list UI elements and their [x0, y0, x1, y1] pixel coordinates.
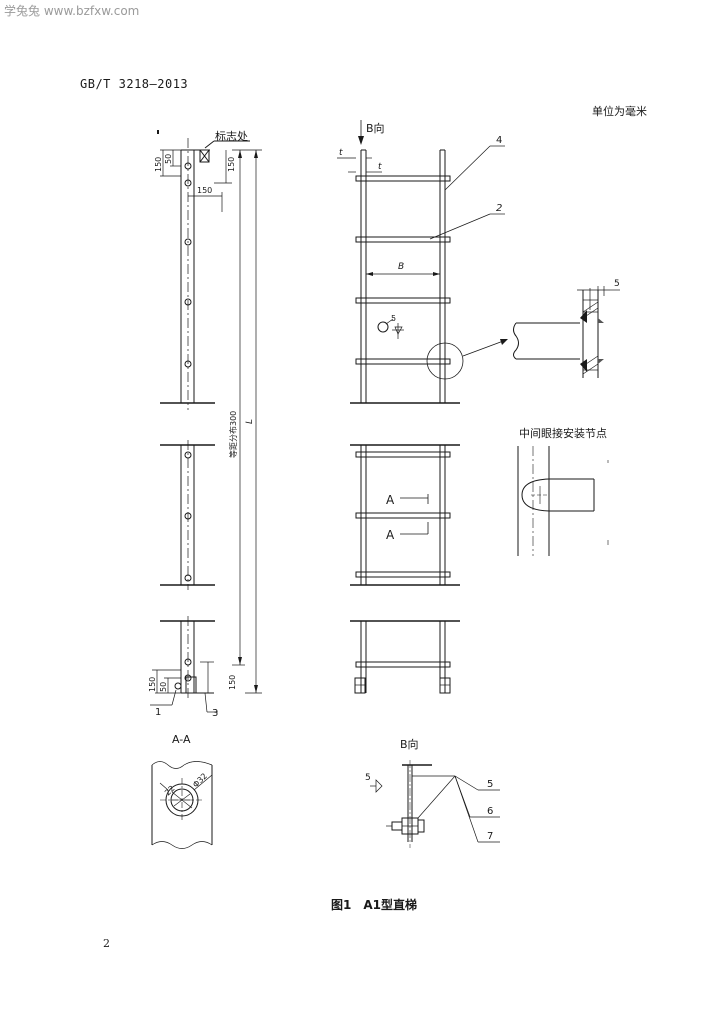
dim-weld-5-bottom: 5 — [365, 773, 371, 783]
dim-b-width: B — [398, 262, 404, 272]
dim-weld-5-detail: 5 — [614, 279, 620, 289]
figure-caption: 图1 A1型直梯 — [331, 898, 417, 912]
label-marker-location: 标志处 — [215, 129, 248, 143]
label-section-aa: A-A — [172, 733, 191, 746]
b-view-detail — [370, 760, 500, 848]
dim-length-l: L — [245, 419, 255, 424]
part-7: 7 — [487, 831, 493, 842]
front-view — [337, 120, 508, 694]
dim-t-second: t — [378, 162, 382, 172]
label-section-a-upper: A — [386, 493, 395, 507]
part-5: 5 — [487, 779, 493, 790]
section-aa — [151, 761, 213, 849]
part-1: 1 — [155, 707, 161, 718]
standard-number: GB/T 3218—2013 — [80, 77, 189, 91]
dim-150-hole-spacing: 150 — [197, 186, 212, 195]
label-section-a-lower: A — [386, 528, 395, 542]
dim-100-bottom: 150 — [148, 677, 157, 692]
label-b-direction-top: B向 — [366, 121, 385, 135]
dim-150-bottom: 150 — [228, 675, 237, 690]
dim-32: Φ32 — [191, 771, 209, 789]
page-number: 2 — [103, 937, 110, 950]
dim-100-right: 150 — [227, 157, 236, 172]
side-elevation — [150, 130, 262, 713]
part-2: 2 — [496, 203, 502, 214]
part-4: 4 — [496, 135, 502, 146]
dim-t-top: t — [339, 148, 343, 158]
unit-note: 单位为毫米 — [592, 105, 647, 118]
part-3: 3 — [212, 708, 218, 719]
dim-50-bottom: 50 — [159, 682, 168, 692]
label-middle-node: 中间眼接安装节点 — [519, 426, 607, 440]
dim-spacing-label: 等距分布300 — [228, 411, 238, 458]
label-b-direction-bottom: B向 — [400, 737, 419, 751]
part-6: 6 — [487, 806, 493, 817]
dim-weld-5-mid: 5 — [391, 314, 396, 323]
middle-node-detail — [517, 446, 609, 556]
dim-50: 50 — [164, 154, 173, 164]
watermark: 学兔兔 www.bzfxw.com — [4, 4, 140, 18]
weld-detail — [513, 286, 620, 378]
dim-150-top-left: 150 — [154, 157, 163, 172]
